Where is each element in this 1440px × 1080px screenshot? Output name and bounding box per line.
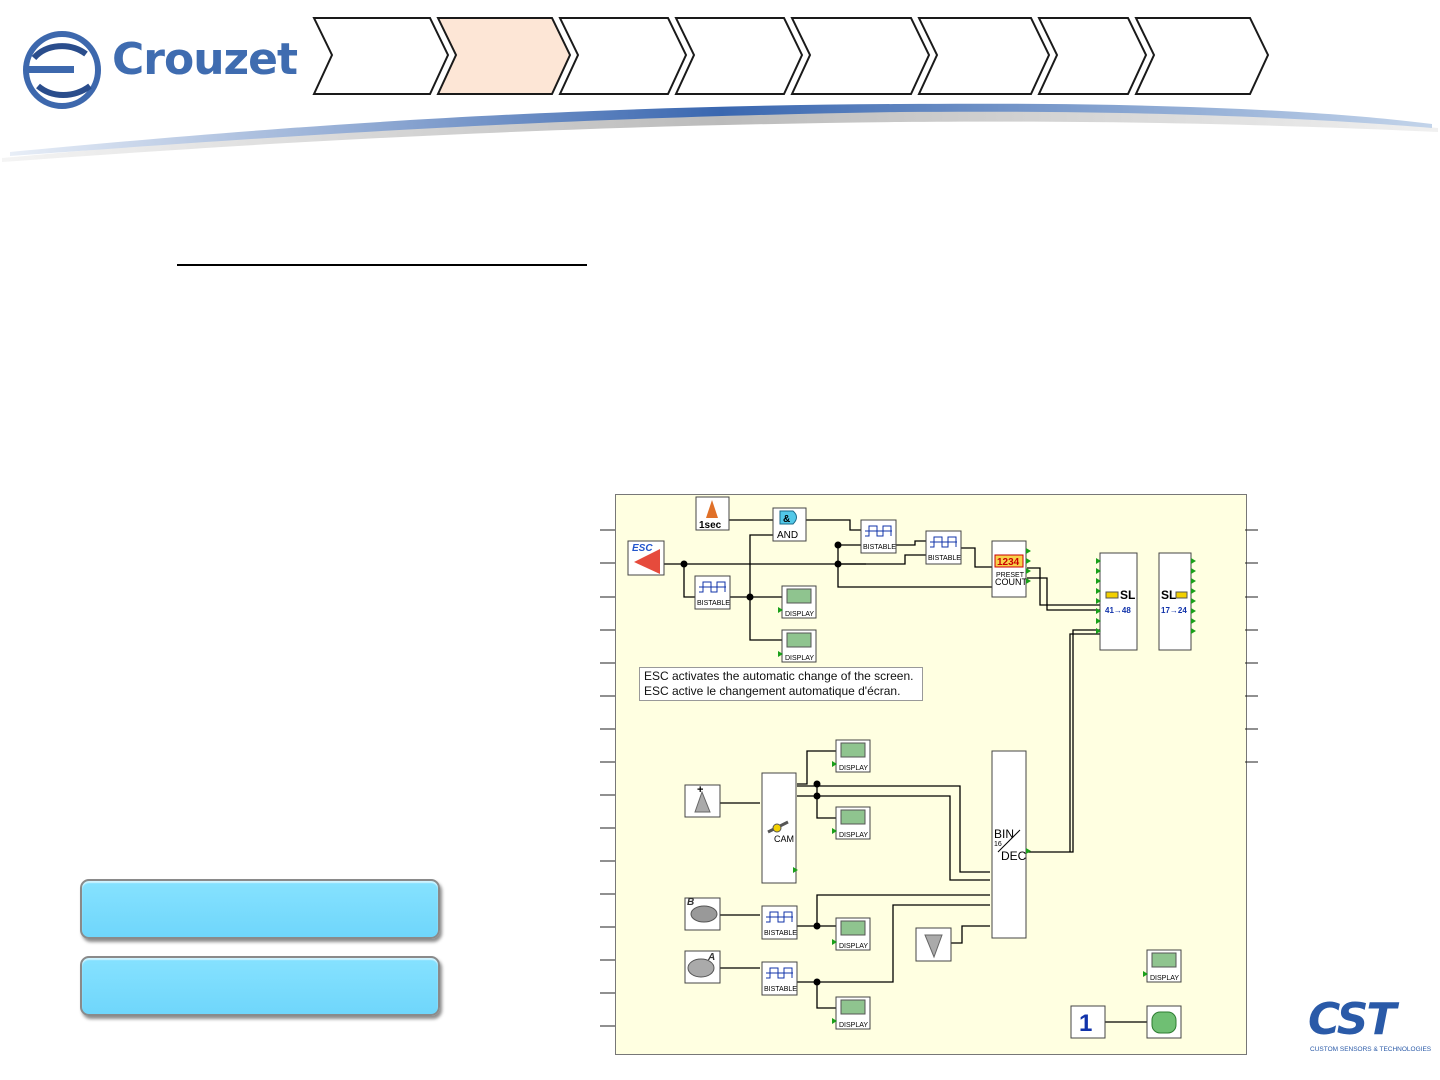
display-block: DISPLAY	[1143, 949, 1182, 983]
svg-text:DEC: DEC	[1001, 849, 1027, 863]
svg-text:SL: SL	[1161, 588, 1176, 602]
side-button-2[interactable]	[80, 956, 440, 1016]
display-block: DISPLAY	[832, 917, 871, 951]
svg-text:41→48: 41→48	[1105, 606, 1131, 615]
svg-text:SL: SL	[1120, 588, 1135, 602]
svg-text:A: A	[707, 952, 715, 963]
a-key-block: A	[684, 950, 721, 984]
svg-text:DISPLAY: DISPLAY	[1150, 975, 1179, 982]
svg-text:1sec: 1sec	[699, 520, 722, 531]
svg-text:DISPLAY: DISPLAY	[839, 1022, 868, 1029]
svg-text:&: &	[783, 514, 790, 525]
b-key-block: B	[684, 897, 721, 931]
plus-key-block: +	[684, 784, 721, 818]
cst-logo: CST CUSTOM SENSORS & TECHNOLOGIES	[1308, 994, 1432, 1053]
output-block	[1146, 1005, 1182, 1039]
svg-text:DISPLAY: DISPLAY	[785, 655, 814, 662]
svg-text:17→24: 17→24	[1161, 606, 1187, 615]
svg-text:BISTABLE: BISTABLE	[863, 544, 896, 551]
svg-text:DISPLAY: DISPLAY	[839, 943, 868, 950]
svg-text:DISPLAY: DISPLAY	[785, 611, 814, 618]
display-block: DISPLAY	[832, 806, 871, 840]
cam-block: CAM	[761, 772, 798, 884]
bistable-block: BISTABLE	[925, 530, 962, 565]
and-gate-block: & AND	[772, 507, 807, 542]
nav-step-2[interactable]	[436, 17, 572, 95]
constant-block: 1	[1070, 1005, 1106, 1039]
svg-text:BISTABLE: BISTABLE	[928, 555, 961, 562]
display-block: DISPLAY	[778, 585, 817, 619]
header-graphics	[2, 31, 1438, 162]
svg-text:16: 16	[994, 841, 1002, 848]
nav-step-5[interactable]	[790, 17, 931, 95]
serial-link-block-2: SL 17→24	[1158, 552, 1196, 651]
display-block: DISPLAY	[832, 996, 871, 1030]
svg-text:ESC: ESC	[632, 543, 653, 554]
nav-step-4[interactable]	[674, 17, 804, 95]
nav-step-8[interactable]	[1134, 17, 1270, 95]
svg-text:DISPLAY: DISPLAY	[839, 832, 868, 839]
bin-dec-block: BIN 16 DEC	[991, 750, 1031, 939]
svg-text:+: +	[697, 784, 703, 796]
diagram-comment: ESC activates the automatic change of th…	[639, 667, 923, 701]
esc-key-block: ESC	[627, 540, 665, 576]
nav-step-7[interactable]	[1037, 17, 1148, 95]
display-block: DISPLAY	[778, 629, 817, 663]
svg-text:COUNT: COUNT	[995, 577, 1027, 587]
nav-step-3[interactable]	[558, 17, 688, 95]
svg-text:CAM: CAM	[774, 834, 794, 844]
bistable-block: BISTABLE	[860, 519, 897, 554]
process-nav	[312, 17, 1270, 95]
svg-text:1: 1	[1079, 1010, 1092, 1037]
side-button-1[interactable]	[80, 879, 440, 939]
svg-text:1234: 1234	[997, 557, 1020, 568]
svg-text:B: B	[687, 897, 694, 908]
bistable-block: BISTABLE	[761, 961, 798, 996]
svg-text:AND: AND	[777, 530, 798, 541]
svg-text:DISPLAY: DISPLAY	[839, 765, 868, 772]
svg-text:BISTABLE: BISTABLE	[764, 986, 797, 993]
brand-logo: Crouzet	[112, 34, 298, 85]
serial-link-block-1: SL 41→48	[1096, 552, 1138, 651]
heading-underline	[177, 264, 587, 266]
display-block: DISPLAY	[832, 739, 871, 773]
svg-text:PRESET: PRESET	[996, 572, 1025, 579]
svg-text:BIN: BIN	[994, 827, 1014, 841]
nav-step-6[interactable]	[917, 17, 1051, 95]
minus-key-block	[915, 927, 952, 962]
preset-counter-block: 1234 PRESET COUNT	[991, 540, 1031, 598]
bistable-block: BISTABLE	[761, 905, 798, 940]
svg-text:BISTABLE: BISTABLE	[764, 930, 797, 937]
timer-block: 1sec	[695, 496, 730, 531]
nav-step-1[interactable]	[312, 17, 450, 95]
bistable-block: BISTABLE	[694, 575, 731, 610]
svg-text:BISTABLE: BISTABLE	[697, 600, 730, 607]
crouzet-logo-icon	[23, 31, 101, 109]
